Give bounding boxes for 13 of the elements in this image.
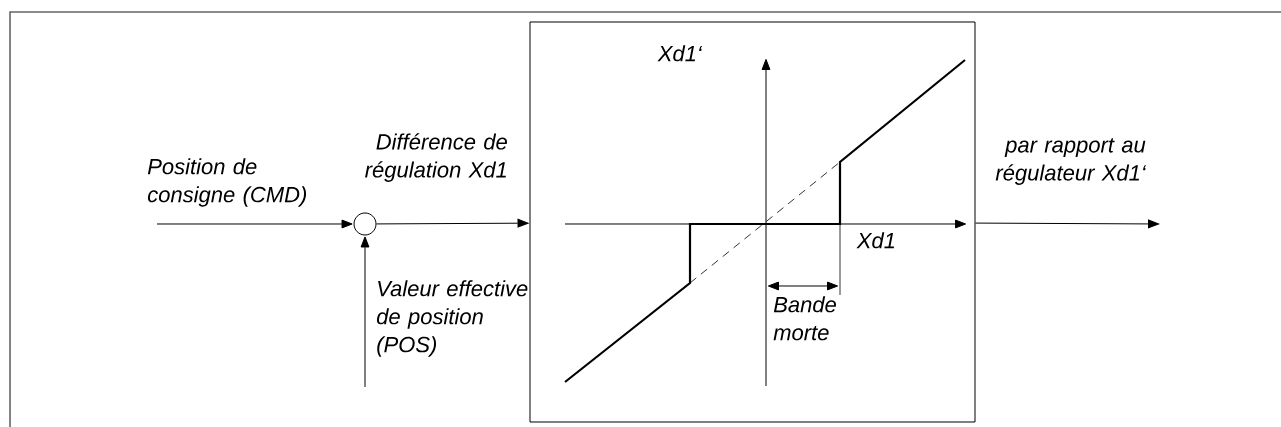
- edge-label: Valeur effective de position (POS): [376, 280, 528, 357]
- edge-label: par rapport au régulateur Xd1‘: [995, 138, 1147, 185]
- summing-junction: [353, 212, 377, 236]
- edge-label: Position de consigne (CMD): [147, 158, 307, 207]
- characteristic-box: [529, 21, 976, 423]
- arrow: [156, 219, 353, 229]
- arrow: [360, 236, 370, 388]
- axis-label: Xd1‘: [657, 45, 703, 62]
- dimension-label: Bande morte: [773, 296, 836, 341]
- arrow: [975, 219, 1160, 229]
- axis-label: Xd1: [856, 232, 895, 249]
- edge-label: Différence de régulation Xd1: [365, 133, 507, 182]
- arrow: [376, 218, 529, 228]
